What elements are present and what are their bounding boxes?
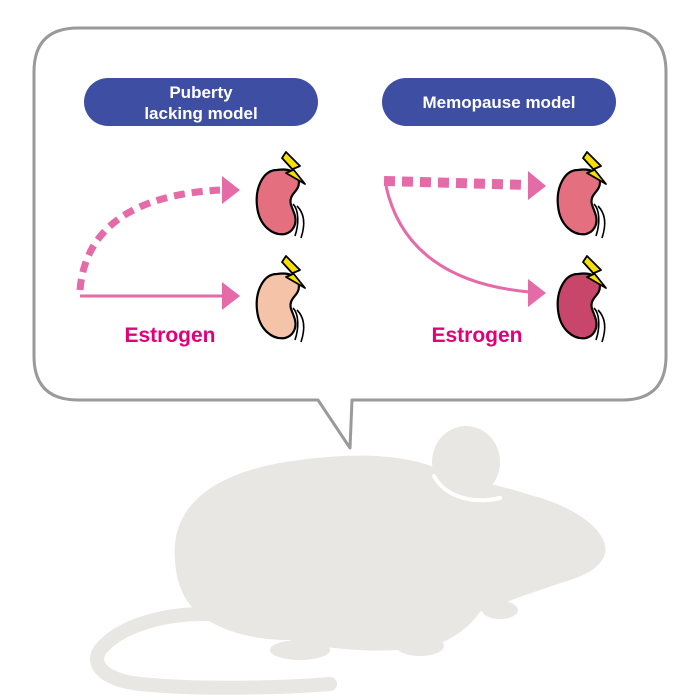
mouse-silhouette	[90, 426, 606, 695]
panel-title-line-2: lacking model	[144, 104, 257, 123]
panel-title-pill	[84, 78, 318, 126]
panel-title-line-1: Puberty	[169, 83, 233, 102]
panel-puberty-lacking: Puberty lacking model Estrogen	[76, 78, 318, 347]
lightning-icon	[281, 255, 306, 289]
kidney-icon	[556, 168, 606, 239]
lightning-icon	[281, 151, 306, 185]
dashed-arrow	[383, 176, 529, 190]
arrowhead-icon	[222, 176, 240, 204]
arrowhead-icon	[528, 279, 546, 307]
estrogen-arrow	[384, 185, 531, 294]
kidney-icon	[255, 168, 305, 239]
panel-memopause: Memopause model Estrogen	[382, 78, 616, 347]
dashed-arrow	[76, 186, 221, 291]
lightning-icon	[582, 255, 607, 289]
lightning-icon	[582, 151, 607, 185]
estrogen-label: Estrogen	[124, 324, 215, 347]
estrogen-label: Estrogen	[431, 324, 522, 347]
arrowhead-icon	[528, 171, 546, 200]
kidney-icon	[556, 272, 606, 343]
kidney-icon	[255, 272, 305, 343]
panel-title-pill	[382, 78, 616, 126]
arrowhead-icon	[222, 282, 240, 310]
panel-title-line-1: Memopause model	[422, 93, 575, 112]
speech-bubble	[32, 26, 668, 450]
